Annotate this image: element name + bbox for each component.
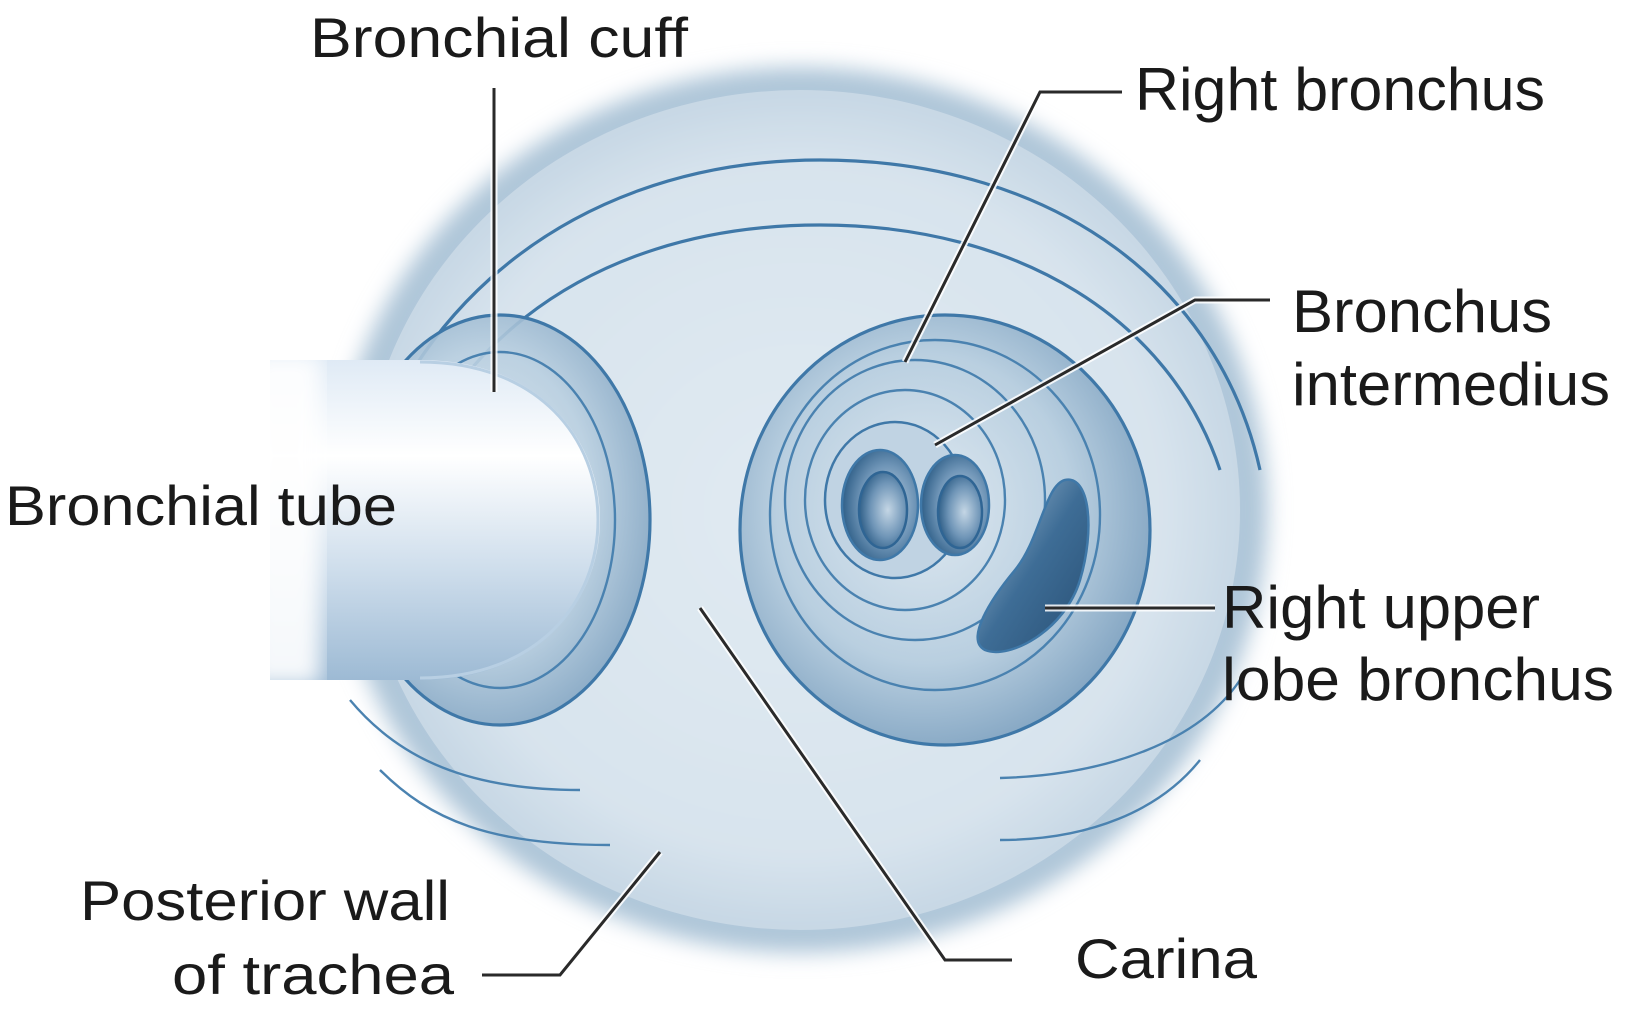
label-right-bronchus: Right bronchus (1135, 56, 1545, 123)
leader-lines (482, 88, 1270, 979)
bronchus-intermedius (823, 420, 991, 580)
label-right-upper-lobe-1: Right upper (1222, 574, 1540, 641)
label-posterior-wall-1: Posterior wall (80, 869, 450, 932)
label-right-upper-lobe-2: lobe bronchus (1222, 646, 1614, 713)
label-posterior-wall-2: of trachea (172, 943, 455, 1006)
labels: Bronchial cuff Right bronchus Bronchus i… (5, 6, 1614, 1006)
tracheal-ring (999, 679, 1241, 780)
tracheal-ring (349, 699, 581, 792)
bronchial-tube (250, 355, 600, 685)
label-bronchial-cuff: Bronchial cuff (310, 6, 688, 69)
tracheal-ring (379, 769, 611, 847)
label-bronchus-intermedius-1: Bronchus (1292, 278, 1552, 345)
tracheal-ring (999, 759, 1201, 842)
leader-right-bronchus (903, 90, 1122, 363)
label-carina: Carina (1075, 927, 1258, 990)
leader-bronchus-intermedius (934, 298, 1270, 447)
label-bronchus-intermedius-2: intermedius (1292, 351, 1610, 418)
label-bronchial-tube: Bronchial tube (5, 474, 397, 537)
leader-carina (698, 607, 1012, 962)
leader-posterior-wall (482, 851, 662, 977)
